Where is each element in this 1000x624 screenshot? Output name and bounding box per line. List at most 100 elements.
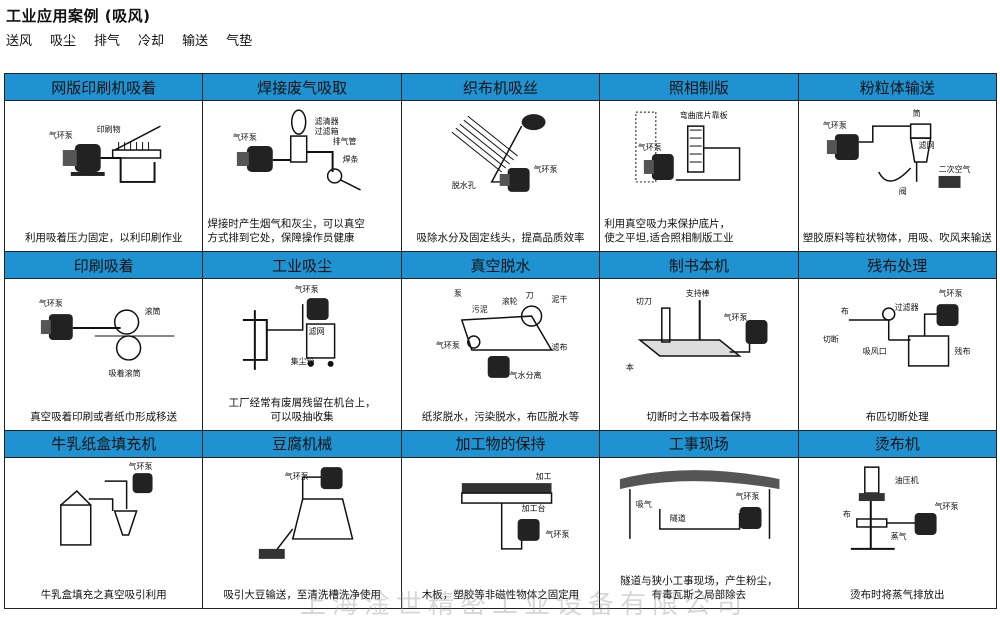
application-card: 制书本机 切刀 支持棒 气环泵 本 切断时之书本吸着保持 xyxy=(600,252,799,431)
diagram-label: 过滤箱 xyxy=(315,126,339,136)
diagram-label: 污泥 xyxy=(472,304,488,314)
card-caption: 牛乳盒填充之真空吸引利用 xyxy=(40,588,167,601)
tag-item: 冷却 xyxy=(138,34,165,49)
diagram-label: 滤网 xyxy=(918,140,934,150)
company-watermark: 上海淦世精密工业设备有限公司 xyxy=(300,590,749,620)
diagram-label: 弯曲底片靠板 xyxy=(680,110,728,120)
application-card: 工事现场 吸气 隧道 气环泵 隧道与狭小工事现场，产生粉尘，有毒瓦斯之局部除去 xyxy=(600,430,799,609)
diagram-label: 本 xyxy=(626,362,634,372)
ring-blower-icon xyxy=(307,298,330,321)
diagram-label: 滤清器 xyxy=(315,116,339,126)
card-title: 印刷吸着 xyxy=(5,252,203,280)
ring-blower-icon xyxy=(40,314,73,341)
diagram-label: 脱水孔 xyxy=(452,180,476,190)
ring-blower-icon xyxy=(739,506,762,529)
diagram-label: 焊条 xyxy=(343,154,359,164)
diagram-label: 吸风口 xyxy=(862,347,886,356)
tag-item: 排气 xyxy=(94,34,121,49)
diagram-label: 气环泵 xyxy=(436,340,460,350)
diagram-label: 气环泵 xyxy=(285,471,309,481)
diagram-label: 气环泵 xyxy=(934,501,958,511)
workpiece-holding-illustration: 加工 加工台 气环泵 xyxy=(402,459,599,577)
card-title: 网版印刷机吸着 xyxy=(5,74,203,101)
diagram-label: 筒 xyxy=(912,108,920,118)
industrial-dust-illustration: 气环泵 滤网 集尘箱 xyxy=(203,280,400,398)
diagram-label: 排气管 xyxy=(333,136,357,146)
card-title: 焊接废气吸取 xyxy=(203,74,401,101)
ring-blower-icon xyxy=(499,167,530,192)
card-caption: 吸除水分及固定线头，提高品质效率 xyxy=(416,232,585,245)
card-title: 工业吸尘 xyxy=(203,252,401,280)
photo-plate-illustration: 弯曲底片靠板 气环泵 xyxy=(600,102,797,220)
diagram-label: 气环泵 xyxy=(49,130,73,140)
diagram-label: 气环泵 xyxy=(724,312,748,322)
card-title: 粉粒体输送 xyxy=(798,74,996,101)
diagram-label: 支持棒 xyxy=(686,288,710,298)
application-card: 真空脱水 泵 污泥 滚轮 刀 泥干 气环泵 滤布 气水分离 纸浆脱水，污染脱水，… xyxy=(401,252,601,431)
ring-blower-icon xyxy=(62,144,105,176)
card-title: 豆腐机械 xyxy=(203,430,401,458)
diagram-label: 二次空气 xyxy=(938,164,970,174)
diagram-label: 气环泵 xyxy=(545,529,569,539)
diagram-label: 布 xyxy=(842,509,850,519)
card-title: 工事现场 xyxy=(600,430,798,458)
diagram-label: 加工台 xyxy=(521,503,545,513)
tofu-machine-illustration: 气环泵 xyxy=(203,459,400,577)
card-caption: 塑胶原料等粒状物体，用吸、吹风来输送 xyxy=(802,232,992,245)
loom-yarn-illustration: 脱水孔 气环泵 xyxy=(402,102,599,220)
application-card: 网版印刷机吸着 气环泵 印刷物 利用吸着 xyxy=(5,74,204,253)
card-title: 加工物的保持 xyxy=(401,430,600,458)
diagram-label: 切断 xyxy=(823,334,839,344)
card-title: 牛乳纸盒填充机 xyxy=(5,430,203,458)
ring-blower-icon xyxy=(745,320,768,345)
ring-blower-icon xyxy=(914,512,937,535)
card-title: 真空脱水 xyxy=(401,252,600,280)
tag-item: 气垫 xyxy=(226,34,253,49)
ring-blower-icon xyxy=(132,472,153,493)
application-tags: 送风 吸尘 排气 冷却 输送 气垫 xyxy=(6,30,270,49)
card-caption: 布匹切断处理 xyxy=(865,410,929,423)
ring-blower-icon xyxy=(321,466,343,489)
card-caption: 吸引大豆输送，至清洗槽洗净使用 xyxy=(223,588,381,601)
diagram-label: 滚轮 xyxy=(501,296,517,306)
application-card: 粉粒体输送 气环泵 筒 滤网 二次空气 阀 塑胶原料等粒状物体，用吸、吹风来输送 xyxy=(798,74,997,253)
print-suction-illustration: 气环泵 滚筒 吸着滚筒 xyxy=(5,280,202,398)
diagram-label: 气环泵 xyxy=(233,132,257,142)
card-caption: 木板，塑胶等非磁性物体之固定用 xyxy=(421,588,580,601)
diagram-label: 气环泵 xyxy=(638,142,662,152)
diagram-label: 蒸气 xyxy=(890,531,906,541)
waste-fabric-illustration: 布 过滤器 气环泵 切断 吸风口 残布 xyxy=(799,280,996,398)
diagram-label: 印刷物 xyxy=(97,124,121,134)
diagram-label: 气环泵 xyxy=(736,491,760,501)
tag-item: 吸尘 xyxy=(50,34,77,49)
application-card: 照相制版 弯曲底片靠板 气环泵 利用真空吸力来保护底片，使之平 xyxy=(600,74,799,253)
diagram-label: 滚筒 xyxy=(145,306,161,316)
card-caption: 纸浆脱水，污染脱水，布匹脱水等 xyxy=(421,410,580,423)
screen-printing-illustration: 气环泵 印刷物 xyxy=(5,102,202,220)
diagram-label: 泵 xyxy=(454,289,462,298)
diagram-label: 切刀 xyxy=(636,297,652,306)
application-card: 残布处理 布 过滤器 气环泵 切断 吸风口 残布 布匹切断处理 xyxy=(798,252,997,431)
ring-blower-icon xyxy=(936,304,959,327)
diagram-label: 气环泵 xyxy=(533,164,557,174)
powder-conveying-illustration: 气环泵 筒 滤网 二次空气 阀 xyxy=(799,102,996,220)
vacuum-dewatering-illustration: 泵 污泥 滚轮 刀 泥干 气环泵 滤布 气水分离 xyxy=(402,280,599,398)
ring-blower-icon xyxy=(517,518,540,541)
ironing-machine-illustration: 油压机 布 蒸气 气环泵 xyxy=(799,459,996,577)
diagram-label: 油压机 xyxy=(894,475,918,485)
application-card: 加工物的保持 加工 加工台 气环泵 木板，塑胶等非磁性物体之固定用 xyxy=(401,430,601,609)
diagram-label: 气水分离 xyxy=(509,370,541,380)
card-caption: 真空吸着印刷或者纸巾形成移送 xyxy=(30,410,178,423)
card-caption: 焊接时产生烟气和灰尘，可以真空方式排到它处，保障操作员健康 xyxy=(207,218,365,245)
diagram-label: 吸气 xyxy=(636,499,652,509)
card-caption: 利用真空吸力来保护底片，使之平坦,适合照相制版工业 xyxy=(604,218,734,245)
diagram-label: 残布 xyxy=(954,346,970,356)
diagram-label: 过滤器 xyxy=(894,302,918,312)
diagram-label: 隧道 xyxy=(670,513,686,523)
diagram-label: 气环泵 xyxy=(938,288,962,298)
application-card: 烫布机 油压机 布 蒸气 气环泵 烫布时将蒸气排放出 xyxy=(798,430,997,609)
bookbinding-illustration: 切刀 支持棒 气环泵 本 xyxy=(600,280,797,398)
diagram-label: 气环泵 xyxy=(129,461,153,471)
ring-blower-icon xyxy=(644,154,674,180)
card-title: 制书本机 xyxy=(600,252,798,280)
